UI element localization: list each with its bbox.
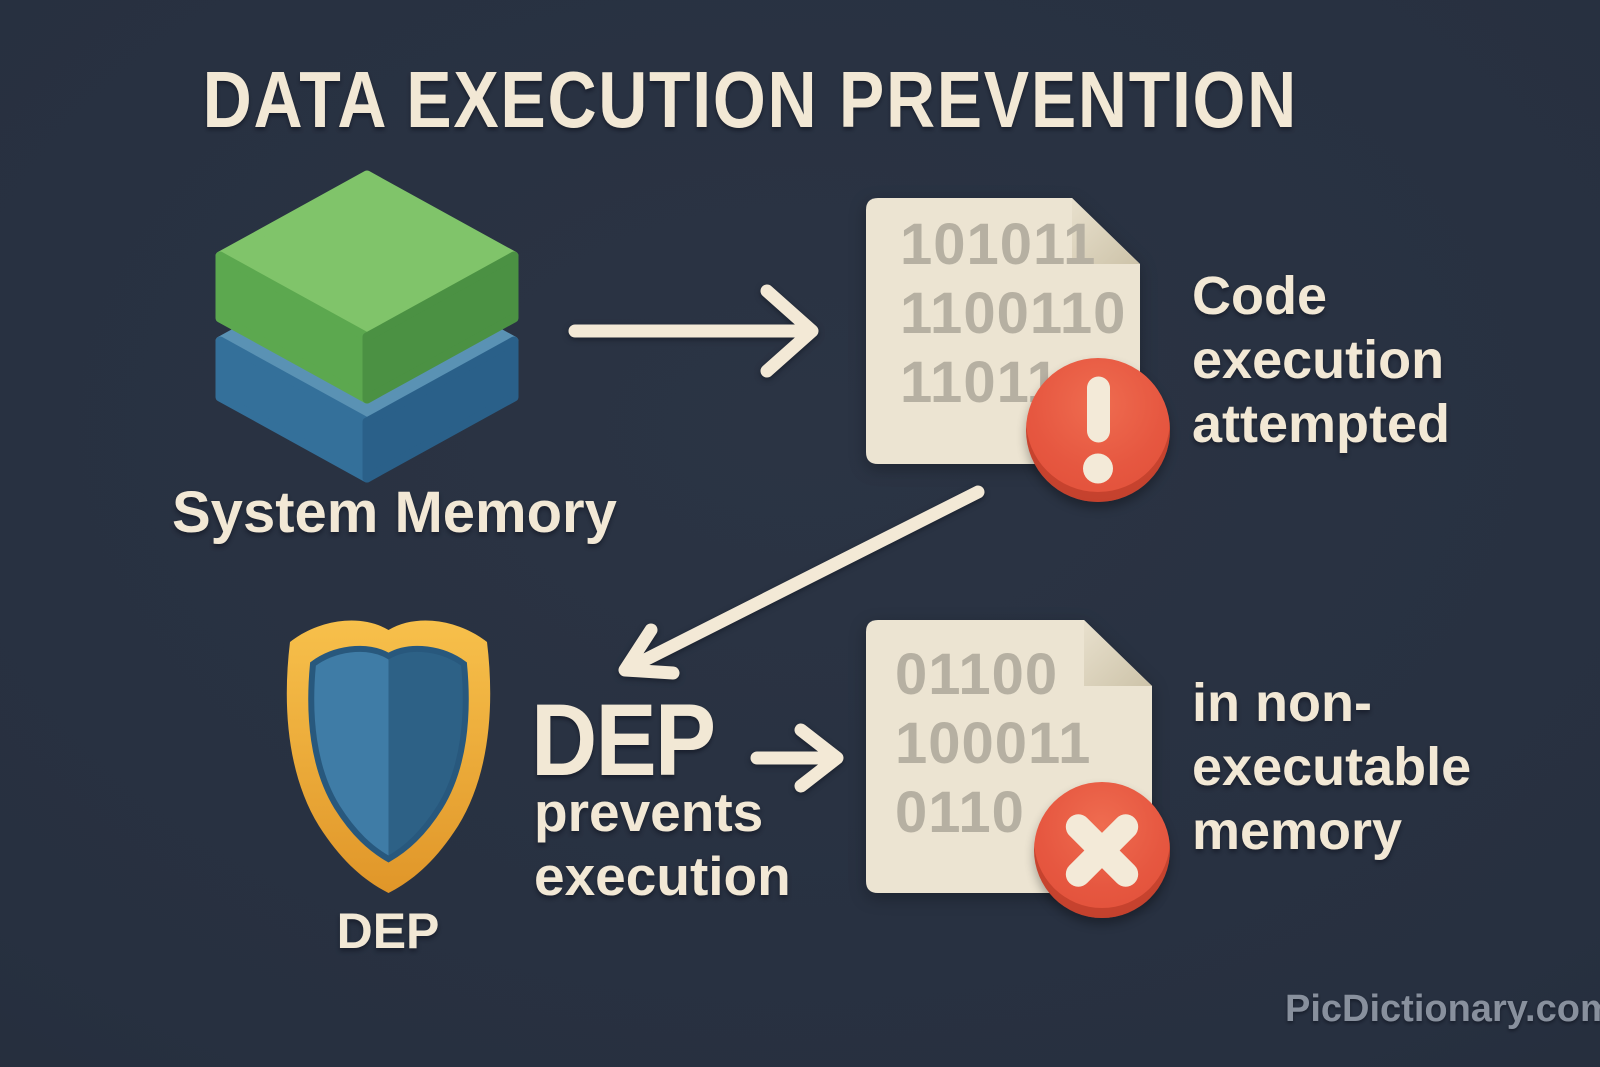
dep-shield-icon — [286, 620, 491, 893]
memory-stack-icon — [215, 170, 519, 483]
blocked-badge — [1034, 782, 1170, 918]
binary-line: 01100 — [895, 642, 1059, 707]
folded-corner — [1072, 198, 1140, 264]
dep-headline: DEP — [531, 683, 716, 797]
system-memory-label: System Memory — [172, 480, 617, 545]
shield-label: DEP — [336, 903, 440, 959]
non-executable-caption: in non- executable memory — [1192, 673, 1472, 861]
arrow-right-icon — [560, 278, 830, 388]
memory-block-green — [215, 170, 519, 404]
arrow-right-small-icon — [745, 713, 850, 805]
binary-code-block: 101011 1100110 11011 — [866, 198, 1126, 417]
arrow-diagonal-icon — [605, 475, 995, 690]
binary-line: 101011 — [900, 212, 1097, 277]
page-title: DATA EXECUTION PREVENTION — [0, 54, 1500, 146]
folded-corner — [1084, 620, 1152, 686]
alert-exclamation-icon — [1083, 376, 1113, 484]
alert-badge — [1026, 358, 1170, 502]
binary-code-block: 01100 100011 0110 — [866, 620, 1091, 847]
watermark: PicDictionary.com — [1285, 988, 1600, 1030]
binary-line: 100011 — [895, 711, 1092, 776]
dep-caption: prevents execution — [534, 781, 791, 907]
binary-line: 1100110 — [900, 281, 1127, 346]
page-title-text: DATA EXECUTION PREVENTION — [202, 55, 1298, 144]
binary-line: 0110 — [895, 780, 1025, 845]
code-execution-caption: Code execution attempted — [1192, 266, 1451, 454]
